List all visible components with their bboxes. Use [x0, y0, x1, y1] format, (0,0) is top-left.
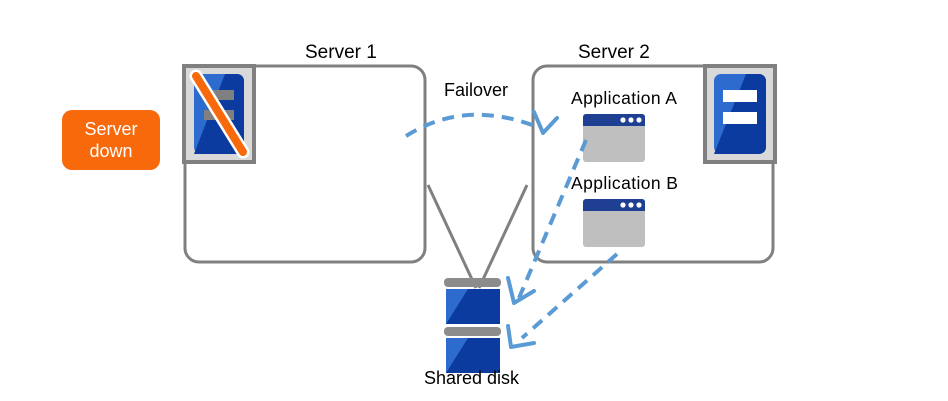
shared-disk-label: Shared disk	[424, 368, 520, 388]
shared-disk-icon	[444, 278, 501, 373]
server-1-title: Server 1	[305, 42, 377, 63]
failover-arrow	[404, 110, 559, 138]
server-down-badge[interactable]: Server down	[62, 110, 160, 170]
server-icon-down	[182, 64, 256, 164]
server-connector-lines	[426, 184, 529, 289]
server-2-to-disk-line	[477, 184, 529, 289]
app-b-to-disk-arrow	[506, 252, 619, 349]
application-b-label: Application B	[571, 173, 679, 193]
app-a-to-disk-arrow	[506, 139, 588, 305]
application-a-icon	[583, 114, 645, 162]
server-icon-up	[703, 64, 777, 164]
application-a-label: Application A	[571, 88, 678, 108]
server-down-line-2: down	[89, 141, 133, 161]
server-1-to-disk-line	[426, 184, 478, 289]
application-b-icon	[583, 199, 645, 247]
failover-label: Failover	[444, 80, 509, 100]
server-2-title: Server 2	[578, 42, 650, 63]
server-down-line-1: Server	[84, 119, 138, 139]
